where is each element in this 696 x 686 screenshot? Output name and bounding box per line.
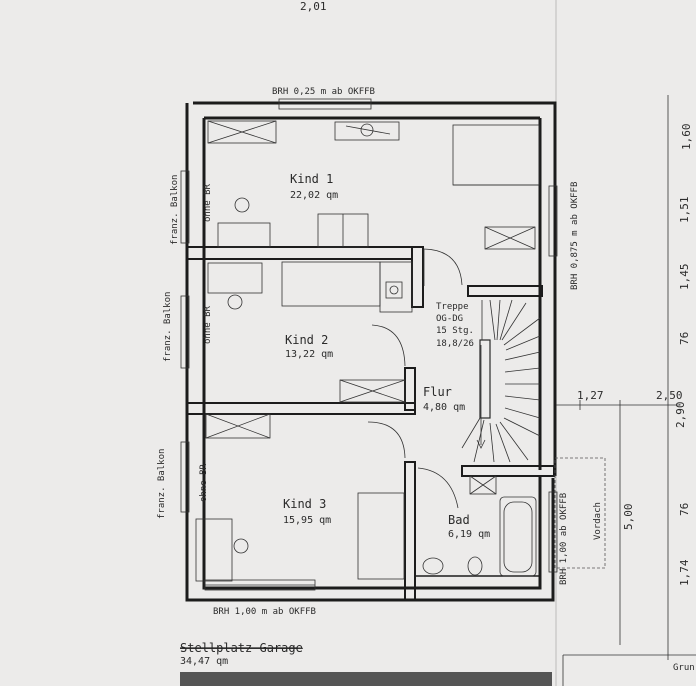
toilet <box>467 556 483 576</box>
garage-wall-strip <box>180 672 552 686</box>
bed-kind3 <box>357 492 405 580</box>
stair-note-line3: 15 Stg. <box>436 326 474 336</box>
stair-note-line2: OG-DG <box>436 314 463 324</box>
staircase <box>461 299 541 463</box>
room-area-kind1: 22,02 qm <box>290 190 338 201</box>
dim-horizontal-1: 1,27 <box>577 389 604 402</box>
dim-right-4: 76 <box>678 332 691 345</box>
room-name-kind2: Kind 2 <box>285 333 328 347</box>
stair-note-line4: 18,8/26 <box>436 339 474 349</box>
dim-right-2: 1,51 <box>678 197 691 224</box>
dim-horizontal-2: 2,50 <box>656 389 683 402</box>
window-note-balcony-kind2: franz. Balkon <box>163 292 173 362</box>
garage-area: 34,47 qm <box>180 656 228 667</box>
room-area-flur: 4,80 qm <box>423 402 465 413</box>
wardrobe-kind2 <box>379 261 413 313</box>
dim-right-6: 5,00 <box>622 504 635 531</box>
windows <box>180 98 558 591</box>
room-area-kind3: 15,95 qm <box>283 515 331 526</box>
dim-right-1: 1,60 <box>680 124 693 151</box>
interior-walls <box>186 246 555 601</box>
top-dimension: 2,01 <box>300 0 327 13</box>
washbasin <box>422 557 444 575</box>
room-name-kind1: Kind 1 <box>290 172 333 186</box>
window-note-right-lower: BRH 1,00 ab OKFFB <box>559 493 569 585</box>
furniture <box>195 121 540 582</box>
corner-label: Grun <box>673 663 695 673</box>
right-dimension-chain <box>556 95 680 660</box>
dim-right-8: 1,74 <box>678 559 691 586</box>
dim-right-3: 1,45 <box>678 264 691 291</box>
bathtub <box>499 496 537 577</box>
window-note-nobr-kind1: ohne BR <box>203 183 213 222</box>
dim-right-7: 76 <box>678 503 691 516</box>
desk-kind2 <box>207 262 263 294</box>
stair-note-line1: Treppe <box>436 302 469 312</box>
window-note-balcony-kind1: franz. Balkon <box>170 175 180 245</box>
window-note-nobr-kind3: ohne BR <box>199 463 209 502</box>
canopy-outline <box>554 457 606 569</box>
cupboards <box>205 120 536 495</box>
room-name-flur: Flur <box>423 385 452 399</box>
window-note-top: BRH 0,25 m ab OKFFB <box>272 87 375 97</box>
window-note-balcony-kind3: franz. Balkon <box>157 449 167 519</box>
room-name-bad: Bad <box>448 513 470 527</box>
dim-right-5: 2,90 <box>674 402 687 429</box>
room-name-kind3: Kind 3 <box>283 497 326 511</box>
chair-kind1 <box>234 197 250 213</box>
desk-kind1 <box>334 121 400 141</box>
room-area-bad: 6,19 qm <box>448 529 490 540</box>
room-area-kind2: 13,22 qm <box>285 349 333 360</box>
window-note-nobr-kind2: ohne BR <box>203 305 213 344</box>
window-note-bottom: BRH 1,00 m ab OKFFB <box>213 607 316 617</box>
outer-walls <box>185 101 557 602</box>
canopy-label: Vordach <box>593 502 603 540</box>
table-kind1 <box>217 222 271 248</box>
window-note-right-upper: BRH 0,875 m ab OKFFB <box>570 182 580 290</box>
door-swings <box>367 248 463 509</box>
desk-kind3 <box>195 518 233 582</box>
